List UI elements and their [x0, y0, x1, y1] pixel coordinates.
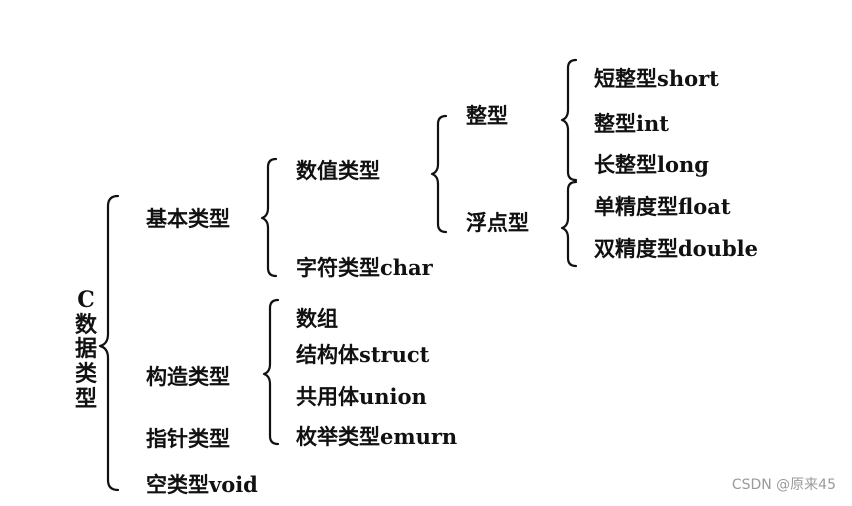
basic-types-label: 基本类型 — [146, 206, 230, 231]
floating-point-types-label: 浮点型 — [466, 210, 529, 235]
array-type-label: 数组 — [296, 306, 338, 331]
short-type-label: 短整型short — [594, 66, 719, 91]
void-type-label: 空类型void — [146, 472, 258, 497]
basic-bracket — [260, 157, 278, 278]
integer-bracket — [560, 58, 578, 182]
floating-bracket — [560, 180, 578, 268]
root-bracket — [98, 194, 120, 492]
char-type-label: 字符类型char — [296, 255, 433, 280]
numeric-bracket — [430, 114, 448, 234]
struct-type-label: 结构体struct — [296, 342, 430, 367]
integer-types-label: 整型 — [466, 103, 508, 128]
pointer-types-label: 指针类型 — [146, 426, 230, 451]
union-type-label: 共用体union — [296, 384, 427, 409]
root-title-char: 据 — [74, 336, 97, 363]
float-type-label: 单精度型float — [594, 194, 731, 219]
double-type-label: 双精度型double — [594, 236, 758, 261]
csdn-watermark: CSDN @原来45 — [731, 477, 836, 493]
root-title-letter: C — [77, 287, 95, 313]
enum-type-label: 枚举类型emurn — [296, 424, 458, 449]
constructed-bracket — [262, 298, 280, 446]
int-type-label: 整型int — [594, 111, 669, 136]
long-type-label: 长整型long — [594, 152, 709, 177]
root-title-char: 型 — [74, 385, 97, 412]
root-title-c-data-types: C 数 据 类 型 — [72, 288, 100, 411]
root-title-char: 类 — [74, 360, 97, 387]
constructed-types-label: 构造类型 — [146, 364, 230, 389]
numeric-types-label: 数值类型 — [296, 158, 380, 183]
root-title-char: 数 — [74, 311, 97, 338]
